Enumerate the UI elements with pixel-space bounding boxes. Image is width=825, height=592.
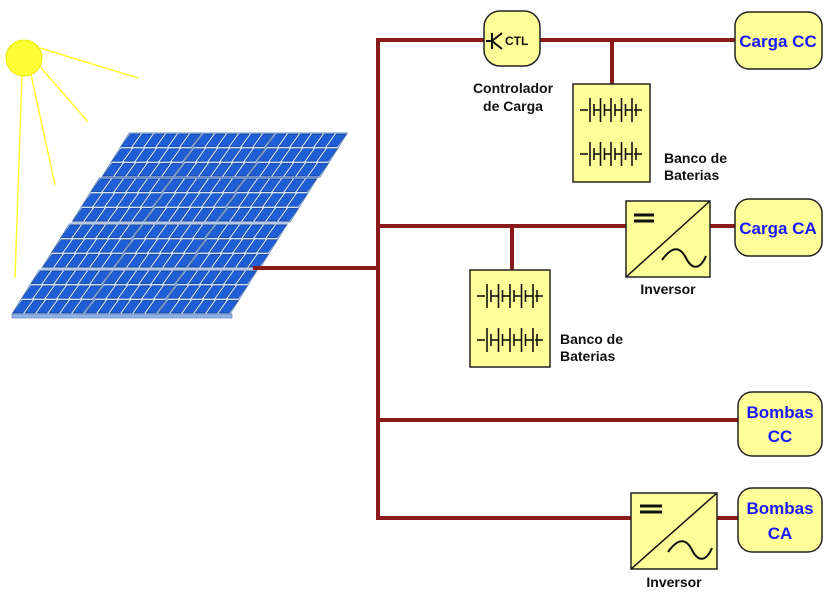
- load-bombas-ca-line2: CA: [768, 524, 793, 543]
- battery-cells-icon: [477, 284, 543, 352]
- battery-bank-2-label-line1: Banco de: [560, 331, 623, 347]
- solar-module: [174, 132, 276, 178]
- solar-module: [41, 223, 143, 269]
- load-bombas-cc-line2: CC: [768, 427, 793, 446]
- inverter-2-label: Inversor: [646, 574, 702, 590]
- battery-bank-1: Banco de Baterias: [572, 83, 727, 183]
- controller-label-line1: Controlador: [473, 80, 554, 96]
- battery-bank-2: Banco de Baterias: [469, 269, 623, 368]
- load-carga-ca-label: Carga CA: [739, 219, 816, 238]
- load-carga-cc-label: Carga CC: [739, 32, 816, 51]
- solar-module: [157, 269, 259, 315]
- controller-symbol: CTL: [505, 34, 528, 48]
- load-carga-cc: Carga CC: [734, 11, 823, 70]
- load-bombas-cc: Bombas CC: [737, 391, 823, 457]
- solar-module: [71, 177, 173, 223]
- switch-icon: [486, 32, 503, 50]
- wiring: [253, 38, 740, 520]
- load-bombas-ca-line1: Bombas: [746, 499, 813, 518]
- sun-icon: [5, 39, 139, 279]
- load-bombas-ca: Bombas CA: [737, 487, 823, 553]
- inverter-2: Inversor: [630, 492, 718, 590]
- solar-module: [247, 132, 349, 178]
- solar-module: [144, 177, 246, 223]
- solar-module: [187, 223, 289, 269]
- dc-ac-inverter-icon: [625, 200, 711, 278]
- battery-bank-2-label-line2: Baterias: [560, 348, 615, 364]
- solar-module: [101, 132, 203, 178]
- inverter-1: Inversor: [625, 200, 711, 297]
- solar-module: [84, 269, 186, 315]
- solar-panel-array-icon: [11, 132, 349, 319]
- load-carga-ca: Carga CA: [734, 198, 823, 257]
- controller-label-line2: de Carga: [483, 98, 543, 114]
- inverter-1-label: Inversor: [640, 281, 696, 297]
- dc-ac-inverter-icon: [630, 492, 718, 570]
- charge-controller: CTL Controlador de Carga: [473, 10, 554, 114]
- load-bombas-cc-line1: Bombas: [746, 403, 813, 422]
- battery-bank-1-label-line1: Banco de: [664, 150, 727, 166]
- solar-module: [114, 223, 216, 269]
- battery-cells-icon: [580, 98, 642, 166]
- solar-module: [11, 269, 113, 315]
- solar-module: [217, 177, 319, 223]
- battery-bank-1-label-line2: Baterias: [664, 167, 719, 183]
